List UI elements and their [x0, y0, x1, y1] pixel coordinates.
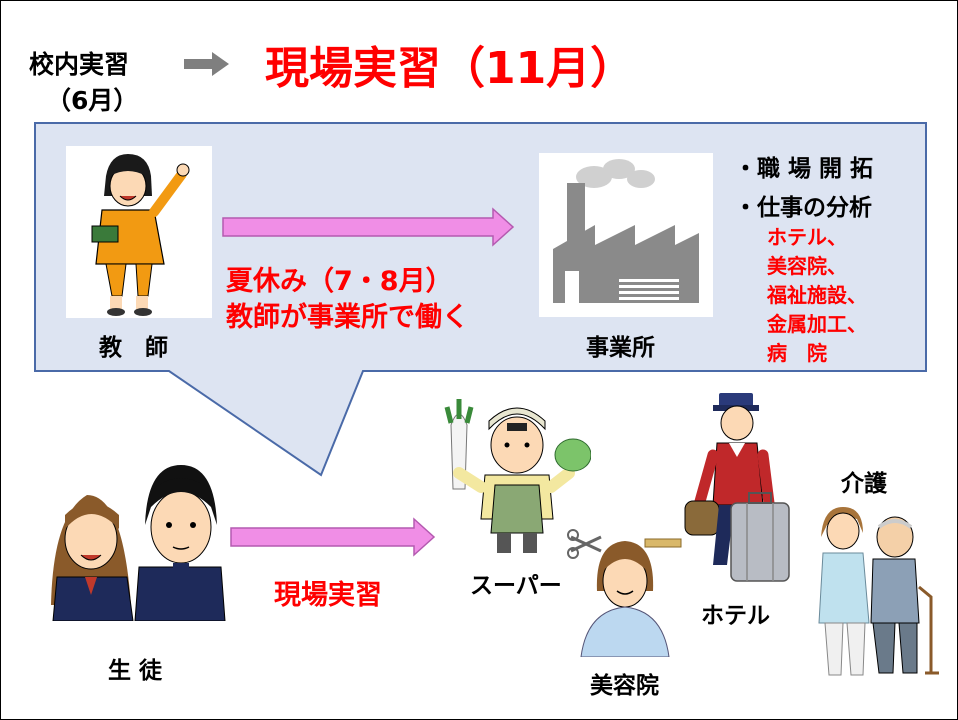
workplace-label: 事業所 — [586, 335, 655, 361]
site-label-hotel: ホテル — [701, 603, 770, 629]
teacher-to-workplace-arrow — [222, 207, 515, 247]
teacher-illustration — [66, 146, 212, 318]
site-label-supermarket: スーパー — [470, 573, 562, 599]
supermarket-worker-illustration — [441, 393, 592, 559]
beauty-salon-illustration — [567, 525, 685, 658]
factory-icon — [539, 153, 713, 317]
header-arrow — [184, 52, 229, 76]
workplace-list-item: 美容院、 — [767, 254, 847, 278]
students-illustration — [43, 455, 227, 622]
teacher-label: 教 師 — [99, 335, 168, 361]
workplace-list-item: 病 院 — [767, 341, 827, 365]
current-month-label: （6月） — [46, 86, 139, 115]
site-label-beauty-salon: 美容院 — [590, 673, 659, 699]
workplace-list-item: 金属加工、 — [767, 312, 867, 336]
students-to-sites-arrow — [230, 517, 436, 557]
nursing-care-illustration — [807, 497, 947, 683]
bullet-job-analysis: ・仕事の分析 — [734, 195, 872, 221]
workplace-list-item: 福祉施設、 — [767, 283, 867, 307]
page-title: 現場実習（11月） — [265, 43, 635, 94]
summer-line-1: 夏休み（7・8月） — [226, 266, 453, 297]
workplace-list-item: ホテル、 — [767, 225, 847, 249]
bullet-workplace-development: ・職 場 開 拓 — [734, 156, 874, 182]
students-label: 生 徒 — [108, 658, 163, 684]
site-label-care: 介護 — [841, 471, 887, 497]
current-stage-label: 校内実習 — [29, 50, 130, 79]
field-training-label: 現場実習 — [274, 580, 382, 611]
hotel-bellhop-illustration — [683, 385, 797, 583]
summer-line-2: 教師が事業所で働く — [226, 302, 469, 333]
